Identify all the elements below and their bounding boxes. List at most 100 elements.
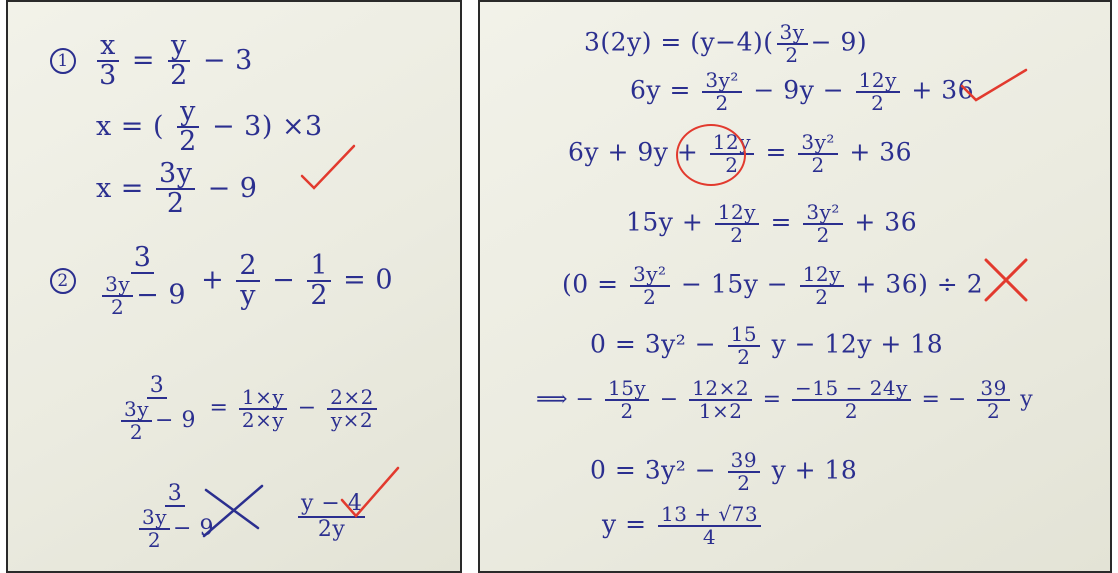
frac-num: 12y — [714, 202, 760, 225]
frac-den: 2 — [785, 43, 799, 67]
frac-num: 3y — [156, 159, 196, 191]
frac-num: 3y — [776, 22, 808, 45]
frac-den: 2 — [110, 295, 125, 320]
expr-text: 3(2y) = (y−4)( — [584, 27, 774, 57]
check-mark-icon — [300, 144, 356, 190]
frac-num: 3y² — [803, 202, 843, 225]
frac-den: 2 — [715, 91, 729, 115]
expr-text: 0 = 3y² − — [590, 329, 717, 359]
frac-den: 1×2 — [698, 399, 743, 423]
eq-sign: = — [209, 395, 229, 421]
expr-text: + 36 — [849, 137, 913, 167]
expr-text: − 9 — [207, 172, 258, 204]
check-mark-icon — [340, 466, 400, 518]
frac-den: 2y — [317, 516, 346, 542]
expr-text: ⟹ − — [536, 387, 595, 412]
expr-text: y = — [602, 509, 647, 539]
eq-sign: = — [131, 44, 155, 76]
frac-num: 3y — [102, 274, 134, 298]
frac-den: 2 — [170, 60, 188, 92]
expr-text: + 36 — [911, 75, 975, 105]
frac-den: 2 — [844, 399, 859, 423]
frac-num: 39 — [727, 450, 761, 473]
frac-num: 1 — [307, 251, 332, 283]
check-mark-icon — [960, 68, 1028, 102]
frac-num: 3y — [139, 507, 171, 531]
frac-num: −15 − 24y — [792, 378, 911, 401]
cross-multiply-icon — [202, 484, 264, 538]
frac-num: 3y² — [630, 264, 670, 287]
frac-num: 13 + √73 — [657, 504, 762, 527]
expr-text: 0 = 3y² − — [590, 455, 717, 485]
circled-term — [676, 124, 746, 186]
minus-sign: − — [659, 387, 679, 412]
expr-text: − 3) ×3 — [211, 110, 323, 142]
minus-sign: − — [297, 395, 317, 421]
problem-number-1: 1 — [50, 48, 76, 75]
frac-num: 3 — [130, 243, 155, 275]
frac-den: 2 — [179, 126, 197, 158]
frac-den: 2 — [815, 285, 829, 309]
frac-num: 15y — [604, 378, 650, 401]
frac-den: 2×y — [241, 407, 285, 432]
expr-text: − 3 — [202, 44, 253, 76]
frac-num: 3 — [164, 482, 186, 508]
frac-num: 15 — [727, 324, 761, 347]
frac-den: 2 — [147, 528, 162, 553]
frac-num: 2 — [236, 251, 261, 283]
frac-num: y − 4 — [297, 492, 366, 518]
eq-sign: = — [765, 137, 787, 167]
frac-num: x — [97, 31, 119, 63]
frac-den: y×2 — [330, 407, 374, 432]
frac-num: 3y² — [702, 70, 742, 93]
expr-text: x = ( — [96, 110, 165, 142]
expr-text: x = — [96, 172, 144, 204]
eq-sign: = — [762, 387, 782, 412]
expr-text: − 9 — [155, 408, 196, 434]
frac-den: 2 — [871, 91, 885, 115]
frac-num: 12y — [855, 70, 900, 93]
frac-den: 2 — [620, 399, 634, 423]
frac-num: 1×y — [238, 386, 288, 410]
expr-text: y — [1020, 387, 1034, 412]
frac-den: 3 — [99, 60, 117, 92]
frac-den: 2 — [166, 188, 185, 220]
expr-text: = − — [921, 387, 967, 412]
frac-den: 2 — [310, 280, 329, 312]
frac-den: 2 — [737, 345, 751, 369]
expr-text: (0 = — [562, 269, 619, 299]
expr-text: y + 18 — [771, 455, 858, 485]
frac-num: 3y — [121, 399, 153, 423]
expr-text: 6y = — [630, 75, 691, 105]
expr-text: − 15y − — [681, 269, 789, 299]
problem-number-2: 2 — [50, 268, 76, 295]
cross-mark-icon — [984, 258, 1028, 302]
plus-sign: + — [201, 264, 225, 296]
eq-sign: = — [770, 207, 792, 237]
frac-den: 2 — [816, 223, 830, 247]
frac-den: 2 — [986, 399, 1001, 423]
frac-num: 2×2 — [327, 386, 377, 410]
frac-den: 4 — [702, 525, 717, 549]
minus-sign: − — [272, 264, 296, 296]
frac-num: 39 — [977, 378, 1010, 401]
frac-den: 2 — [643, 285, 657, 309]
expr-text: − 9) — [810, 27, 868, 57]
expr-text: − 9 — [173, 516, 214, 542]
frac-den: y — [240, 280, 257, 312]
frac-num: 12y — [799, 264, 844, 287]
